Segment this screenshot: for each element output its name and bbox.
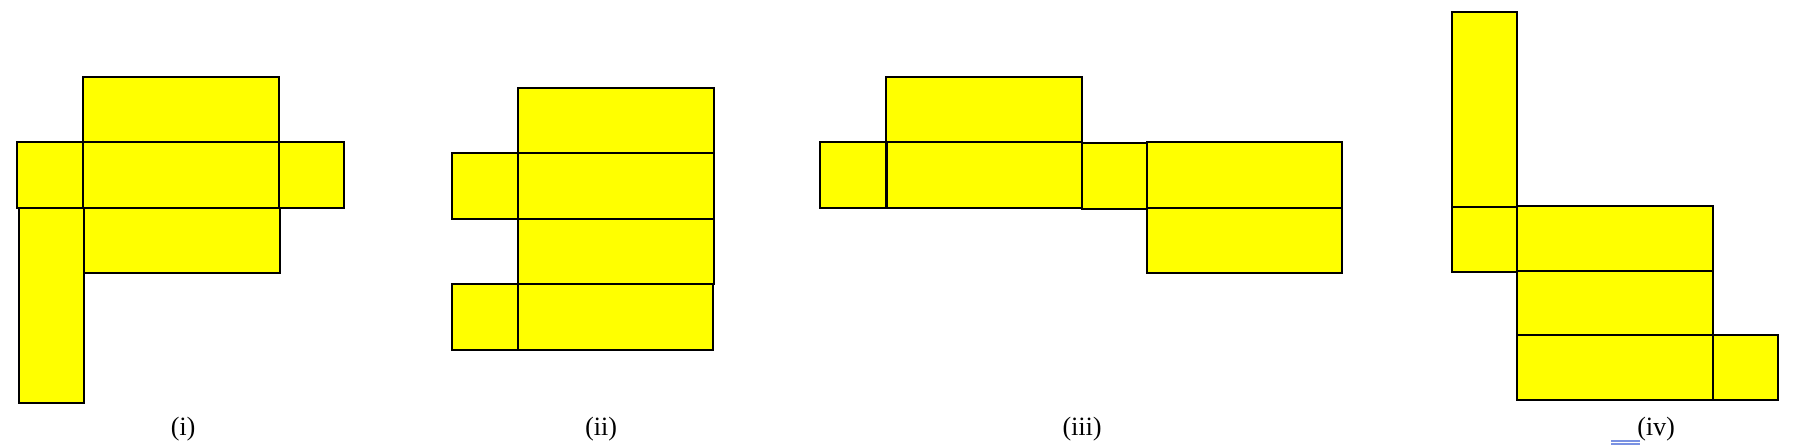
- net-iii-face-below-right: [1146, 207, 1343, 274]
- net-iv-face-column: [1451, 11, 1518, 208]
- net-iv: (iv): [1451, 11, 1779, 445]
- net-ii-label: (ii): [585, 412, 617, 441]
- net-ii-face-left-lower: [451, 283, 519, 351]
- net-ii-face-top: [517, 87, 715, 154]
- net-i-label: (i): [171, 412, 196, 441]
- net-i-face-right: [278, 141, 345, 209]
- net-iv-face-upper: [1516, 205, 1714, 272]
- net-iv-label: (iv): [1637, 412, 1675, 441]
- net-ii-face-bottom: [517, 283, 714, 351]
- net-iii-face-far-right: [1146, 141, 1343, 209]
- net-iii-face-small-right: [1081, 142, 1148, 210]
- net-iv-face-bottom: [1516, 334, 1714, 401]
- net-i-face-leg: [18, 207, 85, 404]
- net-iv-face-left-small: [1451, 206, 1518, 273]
- net-ii-face-second: [517, 152, 715, 220]
- net-i: (i): [16, 76, 345, 441]
- net-i-face-left: [16, 141, 84, 209]
- net-i-face-lower: [83, 207, 281, 274]
- net-iv-face-right-small: [1712, 334, 1779, 401]
- net-iii-face-left: [819, 141, 887, 209]
- net-ii-face-left-upper: [451, 152, 519, 220]
- net-iv-face-middle: [1516, 270, 1714, 336]
- net-ii: (ii): [451, 87, 715, 441]
- net-iii-label: (iii): [1063, 412, 1102, 441]
- net-iii: (iii): [819, 76, 1343, 441]
- net-iii-face-top: [885, 76, 1083, 143]
- net-iii-face-center: [886, 141, 1083, 209]
- net-ii-face-third: [517, 218, 715, 285]
- net-i-face-center: [82, 141, 280, 209]
- net-i-face-top: [82, 76, 280, 143]
